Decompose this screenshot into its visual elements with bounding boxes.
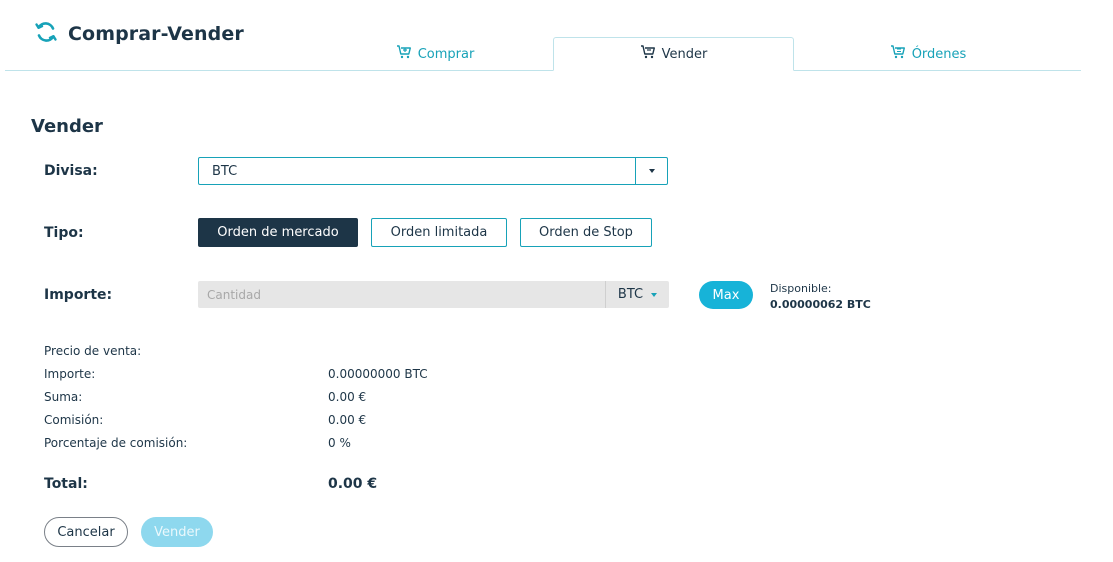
summary-value: 0.00 € xyxy=(328,390,367,404)
cart-icon xyxy=(890,44,906,64)
summary-value: 0.00 € xyxy=(328,413,367,427)
divisa-label: Divisa: xyxy=(44,163,98,179)
orden-stop-button[interactable]: Orden de Stop xyxy=(520,218,652,247)
max-button[interactable]: Max xyxy=(699,281,753,309)
summary-total: Total: 0.00 € xyxy=(44,476,544,492)
tab-label: Vender xyxy=(661,46,708,62)
tab-label: Órdenes xyxy=(911,46,967,62)
summary-label: Precio de venta: xyxy=(44,344,142,358)
divisa-select[interactable]: BTC xyxy=(198,157,668,185)
tabs-divider xyxy=(5,70,1081,71)
available-balance: Disponible: 0.00000062 BTC xyxy=(770,281,871,313)
importe-unit-value: BTC xyxy=(617,287,644,302)
importe-field-group: BTC xyxy=(198,281,669,308)
summary-label: Suma: xyxy=(44,390,83,404)
cart-icon xyxy=(640,44,656,64)
page-title: Comprar-Vender xyxy=(68,23,244,45)
importe-unit-select[interactable]: BTC xyxy=(605,281,669,308)
available-amount: 0.00000062 BTC xyxy=(770,298,871,311)
summary-label: Importe: xyxy=(44,367,96,381)
divisa-value: BTC xyxy=(212,163,238,179)
total-value: 0.00 € xyxy=(328,476,378,492)
tipo-label: Tipo: xyxy=(44,225,84,241)
brand: Comprar-Vender xyxy=(34,20,244,48)
available-label: Disponible: xyxy=(770,282,832,295)
summary-value: 0.00000000 BTC xyxy=(328,367,428,381)
section-title: Vender xyxy=(31,116,103,137)
tab-label: Comprar xyxy=(417,46,475,62)
tab-vender[interactable]: Vender xyxy=(553,37,794,71)
sync-icon xyxy=(34,20,58,48)
total-label: Total: xyxy=(44,476,88,492)
divisa-dropdown-toggle[interactable] xyxy=(635,158,667,184)
chevron-down-icon xyxy=(651,292,658,297)
summary-label: Comisión: xyxy=(44,413,104,427)
sell-button[interactable]: Vender xyxy=(141,517,213,547)
orden-mercado-button[interactable]: Orden de mercado xyxy=(198,218,358,247)
cancel-button[interactable]: Cancelar xyxy=(44,517,128,547)
chevron-down-icon xyxy=(648,169,655,173)
orden-limitada-button[interactable]: Orden limitada xyxy=(371,218,507,247)
summary-label: Porcentaje de comisión: xyxy=(44,436,188,450)
importe-input[interactable] xyxy=(198,281,605,308)
summary-value: 0 % xyxy=(328,436,351,450)
tab-ordenes[interactable]: Órdenes xyxy=(794,37,1062,71)
importe-label: Importe: xyxy=(44,287,113,303)
cart-icon xyxy=(396,44,412,64)
tab-comprar[interactable]: Comprar xyxy=(315,37,555,71)
